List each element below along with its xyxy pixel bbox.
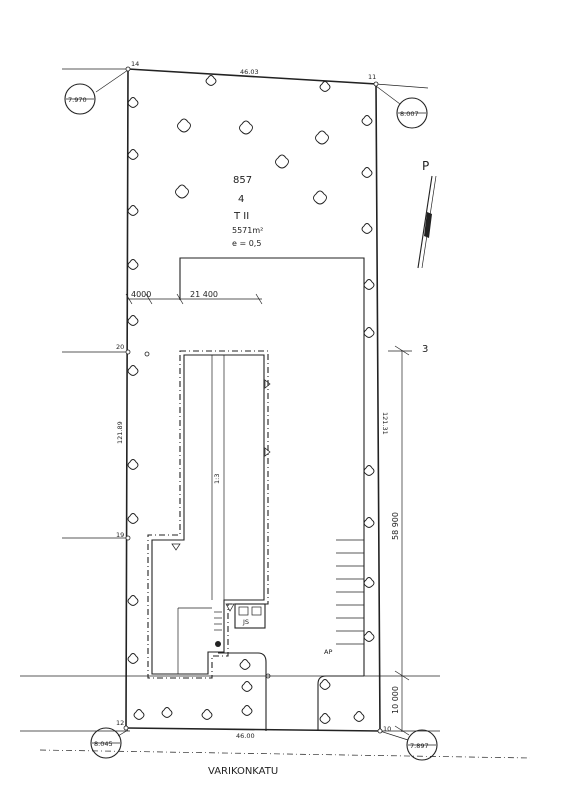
plot-boundary xyxy=(125,68,381,732)
parking-stalls xyxy=(336,539,364,645)
neighbour-lot-number: 3 xyxy=(422,344,428,355)
boundary-extensions xyxy=(20,68,440,732)
elevation-ne: 8.007 xyxy=(400,110,419,118)
dimension-right: 121.31 xyxy=(381,412,389,435)
marker-point xyxy=(144,351,150,357)
side-point-lower: 19 xyxy=(116,531,124,539)
dimension-setback-left: 4000 xyxy=(131,290,151,299)
marker-point xyxy=(265,673,271,679)
plot-area: 5571m² xyxy=(232,226,263,235)
waste-shelter-label: JS xyxy=(242,618,249,626)
corner-label-ne: 11 xyxy=(368,73,376,81)
dimension-front-setback: 10 000 xyxy=(391,686,400,714)
green-area-left xyxy=(218,652,267,731)
efficiency-ratio: e = 0,5 xyxy=(232,239,261,248)
floors-ratio-label: 1:3 xyxy=(213,474,221,484)
corner-label-se: 10 xyxy=(383,725,391,733)
north-arrow-label: P xyxy=(422,159,429,173)
dimension-left: 121.89 xyxy=(116,421,124,444)
block-number: 857 xyxy=(233,175,252,186)
dimension-lines xyxy=(125,293,412,736)
elevation-se: 7.897 xyxy=(410,742,429,750)
zoning-code: T II xyxy=(233,211,249,222)
entrance-markers xyxy=(171,379,271,612)
building-area-outline xyxy=(179,257,365,676)
north-arrow-icon: P xyxy=(417,159,437,269)
dimension-top: 46.03 xyxy=(240,68,259,76)
street-name: VARIKONKATU xyxy=(208,766,278,777)
waste-shelter xyxy=(234,603,266,629)
dimension-build-width: 21 400 xyxy=(190,290,218,299)
stair-detail xyxy=(214,611,222,647)
corner-label-sw: 12 xyxy=(116,719,124,727)
street-line xyxy=(39,749,531,759)
side-point-upper: 20 xyxy=(116,343,124,351)
parking-label: AP xyxy=(324,648,332,656)
elevation-sw: 8.045 xyxy=(94,740,113,748)
building-footprint xyxy=(151,354,265,675)
elevation-nw: 7.970 xyxy=(68,96,87,104)
dimension-bottom: 46.00 xyxy=(236,732,255,740)
dimension-build-length: 58 900 xyxy=(391,512,400,540)
corner-points xyxy=(123,66,383,734)
lot-number: 4 xyxy=(238,194,244,205)
building-footprint-boundary xyxy=(147,350,269,679)
elevation-bubbles xyxy=(64,69,438,761)
green-area-right xyxy=(317,675,364,731)
corner-label-nw: 14 xyxy=(131,60,139,68)
tree-symbols xyxy=(127,75,375,724)
